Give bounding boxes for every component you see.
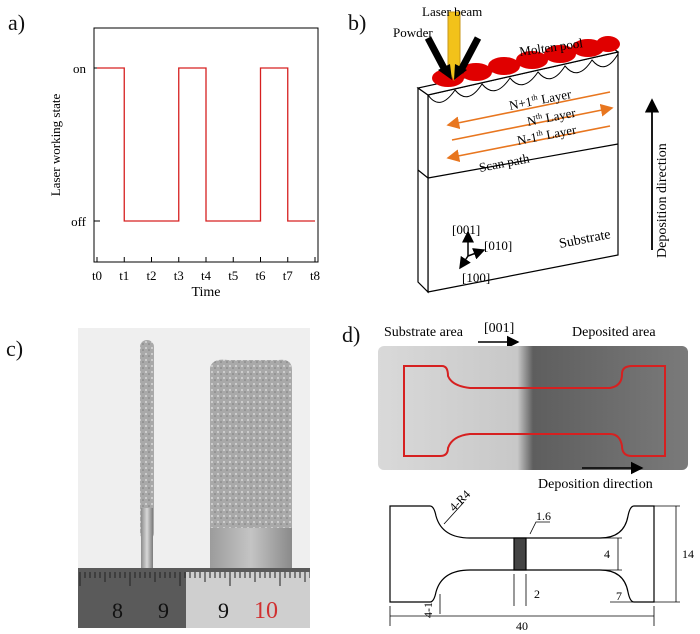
laser-beam-label: Laser beam: [422, 4, 482, 19]
y-axis-label: Laser working state: [48, 94, 63, 197]
tensile-specimen-figure: Substrate area [001] Deposited area Depo…: [378, 321, 694, 633]
rod-deposited: [140, 340, 154, 540]
deposited-area-label: Deposited area: [572, 325, 656, 340]
svg-text:4-1: 4-1: [421, 602, 435, 618]
deposition-direction-label: Deposition direction: [655, 143, 670, 258]
crystal-axes: [001] [010] [100]: [452, 222, 512, 285]
powder-arrow-right: [456, 36, 482, 74]
cladding-tracks: [427, 53, 619, 103]
deposition-direction-d-label: Deposition direction: [538, 477, 653, 492]
x-tick-label-t1: t1: [119, 268, 129, 283]
svg-text:40: 40: [516, 619, 528, 633]
layer-n-plus-1-label: N+1th Layer: [508, 86, 573, 113]
deposition-schematic: Laser beam Powder Molten pool N+1th Laye…: [393, 4, 670, 294]
svg-text:10: 10: [254, 598, 278, 624]
panel-c-label: c): [6, 336, 24, 361]
svg-text:4: 4: [604, 547, 610, 561]
direction-001-label: [001]: [484, 321, 514, 336]
specimen-drawing: [389, 505, 655, 603]
x-tick-label-t0: t0: [92, 268, 102, 283]
layer-n-minus-1-label: N-1th Layer: [516, 122, 578, 148]
block-side-face: [417, 86, 429, 294]
x-tick-label-t5: t5: [228, 268, 238, 283]
laser-state-line: [97, 67, 315, 222]
svg-text:9: 9: [158, 598, 169, 623]
y-tick-label-off: off: [71, 214, 87, 229]
specimen-outline: [403, 365, 666, 457]
svg-text:4-R4: 4-R4: [446, 487, 473, 514]
svg-text:14: 14: [682, 547, 694, 561]
molten-pool: [432, 36, 620, 87]
x-tick-label-t8: t8: [310, 268, 320, 283]
svg-text:9: 9: [218, 598, 229, 623]
panel-b-label: b): [348, 10, 367, 35]
substrate-boundary: [427, 143, 619, 179]
x-tick-label-t2: t2: [146, 268, 156, 283]
svg-text:[100]: [100]: [462, 270, 490, 285]
svg-text:1.6: 1.6: [536, 509, 551, 523]
layer-n-label: Nth Layer: [526, 105, 578, 129]
x-axis-label: Time: [191, 285, 220, 300]
svg-text:8: 8: [112, 598, 123, 623]
svg-text:[010]: [010]: [484, 238, 512, 253]
panel-a-label: a): [8, 10, 26, 35]
svg-text:2: 2: [534, 587, 540, 601]
deposit-photo: [378, 346, 688, 470]
x-tick-label-t4: t4: [201, 268, 212, 283]
x-tick-label-t6: t6: [255, 268, 266, 283]
substrate-area-label: Substrate area: [384, 325, 464, 340]
specimen-photo: 8 9 9 10: [78, 328, 310, 628]
y-tick-label-on: on: [73, 61, 87, 76]
x-tick-label-t3: t3: [174, 268, 184, 283]
svg-text:[001]: [001]: [452, 222, 480, 237]
x-tick-label-t7: t7: [283, 268, 294, 283]
powder-label: Powder: [393, 25, 433, 40]
svg-text:7: 7: [616, 589, 622, 603]
panel-d-label: d): [342, 322, 361, 347]
powder-arrow-left: [424, 36, 450, 74]
